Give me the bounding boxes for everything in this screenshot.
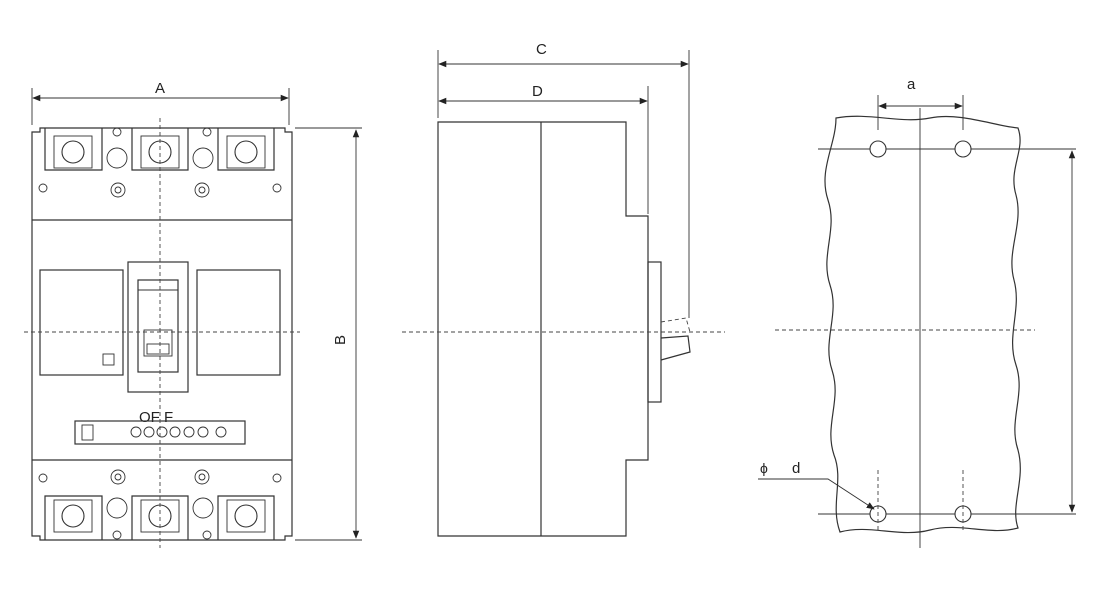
side-view: C D (402, 41, 725, 537)
right-cover-panel (196, 269, 281, 376)
breaker-side-outline (437, 121, 649, 537)
side-handle-lever (660, 335, 691, 361)
handle-frame (127, 261, 189, 393)
front-view: A B (24, 80, 362, 548)
hole-diameter-leader (758, 478, 875, 510)
left-cover-panel (39, 269, 124, 376)
dimension-c-label: C (536, 41, 547, 58)
mounting-hole (869, 140, 887, 158)
terminal-screw (61, 140, 85, 164)
terminal-screw (234, 504, 258, 528)
switch-state-label: OF F (139, 409, 173, 426)
terminal-screw (148, 504, 172, 528)
dimension-a-small-label: a (907, 76, 916, 93)
terminal-screw (148, 140, 172, 164)
terminal-screw (61, 504, 85, 528)
indicator-window (102, 353, 115, 366)
handle-slot (137, 279, 179, 373)
mounting-hole (954, 140, 972, 158)
handle-toggle (146, 343, 170, 355)
hole-diameter-label: d (792, 460, 800, 477)
mounting-view: a ϕ d (758, 76, 1076, 548)
dimension-a-label: A (155, 80, 165, 97)
dimension-d-label: D (532, 83, 543, 100)
terminal-screw (234, 140, 258, 164)
top-terminals (38, 127, 282, 198)
breaker-front-outline (31, 127, 293, 541)
dimension-b-label: B (332, 335, 349, 345)
mounting-plate-outline (824, 115, 1021, 534)
hole-symbol-label: ϕ (760, 460, 768, 476)
